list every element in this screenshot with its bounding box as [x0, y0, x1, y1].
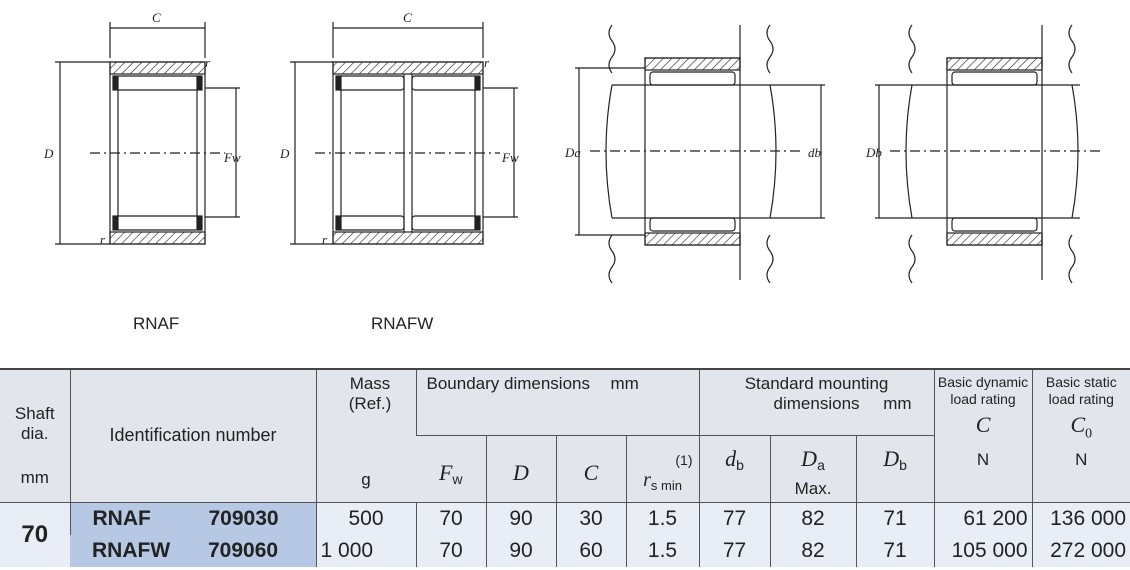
header-boundary: Boundary dimensions mm	[415, 368, 700, 435]
dim-c-2: C	[403, 10, 412, 25]
header-da-sym: D	[801, 445, 818, 471]
ident-series: RNAF	[92, 506, 151, 530]
dim-da: Da	[564, 145, 581, 160]
dim-r-1b: r	[100, 232, 106, 247]
header-shaft: Shaft dia. mm	[0, 368, 70, 502]
header-c: C	[555, 434, 626, 502]
header-fw: Fw	[416, 434, 486, 502]
header-dyn-label: Basic dynamic load rating	[937, 374, 1029, 407]
dim-d-2: D	[279, 146, 290, 161]
header-ident: Identification number	[69, 368, 316, 502]
dbb-cell: 71	[855, 534, 935, 567]
header-db: db	[698, 434, 771, 502]
header-mass: Mass (Ref.) g	[315, 368, 416, 502]
dim-fw-2: Fw	[501, 150, 519, 165]
header-db-sub: b	[736, 456, 744, 473]
header-shaft-unit: mm	[20, 468, 49, 487]
bearing-drawings: C D r r Fw C D r r Fw	[43, 10, 1100, 284]
header-rs-note: (1)	[675, 451, 693, 468]
header-fw-sub: w	[452, 470, 463, 487]
ident-number: 709060	[208, 538, 279, 562]
header-stat-sym: C0	[1033, 412, 1130, 442]
header-db-sym: d	[725, 445, 737, 471]
header-boundary-unit: mm	[610, 374, 639, 393]
header-mass-label: Mass (Ref.)	[348, 374, 392, 413]
spec-table: Shaft dia. mm Identification number Mass…	[0, 368, 1130, 567]
da-cell: 82	[769, 501, 857, 535]
rnaf-caption: RNAF	[133, 314, 180, 333]
fw-cell: 70	[415, 501, 486, 535]
dim-db-big: Db	[865, 145, 882, 160]
header-dyn: Basic dynamic load rating C N	[933, 368, 1033, 502]
header-mass-unit: g	[361, 470, 371, 489]
header-dbb-sym: D	[883, 445, 900, 471]
mass-cell: 1 000	[315, 534, 416, 567]
header-dbb: Db	[855, 434, 935, 502]
header-ident-label: Identification number	[109, 425, 277, 445]
db-cell: 77	[698, 534, 771, 567]
d-cell: 90	[485, 501, 556, 535]
header-dbb-sub: b	[899, 456, 907, 473]
ident-cell: RNAF 709030	[69, 501, 316, 535]
shaft-value: 70	[0, 501, 70, 567]
header-fw-sym: F	[438, 459, 453, 485]
mass-cell: 500	[315, 501, 416, 535]
rnaf-drawing	[55, 22, 240, 245]
dim-r-2b: r	[322, 232, 328, 247]
header-stat-sym-main: C	[1070, 412, 1086, 437]
header-da-note: Max.	[794, 478, 832, 498]
header-c-sym: C	[583, 459, 599, 485]
dyn-cell: 105 000	[933, 534, 1033, 567]
dim-db: db	[808, 145, 822, 160]
ident-cell: RNAFW 709060	[70, 534, 316, 567]
header-d: D	[485, 434, 556, 502]
rnafw-caption: RNAFW	[371, 314, 434, 333]
db-cell: 77	[698, 501, 771, 535]
dim-d-1: D	[43, 146, 54, 161]
rnafw-drawing	[290, 22, 518, 245]
dim-c-1: C	[152, 10, 161, 25]
dim-r-2a: r	[484, 55, 490, 70]
header-d-sym: D	[513, 459, 529, 485]
header-dyn-sym: C	[975, 412, 991, 437]
rs-cell: 1.5	[625, 501, 700, 535]
stat-cell: 272 000	[1031, 534, 1130, 567]
header-mounting-unit: mm	[883, 394, 912, 413]
mounting-drawing-da	[575, 24, 825, 284]
header-rs: (1) rs min	[625, 434, 700, 502]
da-cell: 82	[769, 534, 857, 567]
header-dyn-unit: N	[976, 450, 990, 469]
header-stat-unit: N	[1075, 450, 1088, 470]
dim-fw-1: Fw	[223, 150, 241, 165]
header-stat-label: Basic static load rating	[1045, 374, 1117, 407]
header-stat-sub: 0	[1085, 426, 1093, 442]
c-cell: 30	[555, 501, 626, 535]
dim-r-1a: r	[205, 55, 211, 70]
dyn-cell: 61 200	[933, 501, 1033, 535]
header-mounting-label: Standard mounting dimensions	[744, 374, 889, 413]
fw-cell: 70	[415, 534, 486, 567]
dbb-cell: 71	[855, 501, 935, 535]
stat-cell: 136 000	[1031, 501, 1130, 535]
d-cell: 90	[485, 534, 556, 567]
ident-number: 709030	[208, 506, 279, 530]
header-boundary-label: Boundary dimensions	[426, 374, 590, 393]
c-cell: 60	[555, 534, 626, 567]
header-da-sub: a	[817, 456, 825, 473]
header-shaft-label: Shaft dia.	[14, 404, 55, 443]
header-rs-sym: r	[643, 468, 651, 491]
header-da: Da Max.	[769, 434, 857, 502]
mounting-drawing-db	[875, 24, 1100, 284]
rs-cell: 1.5	[625, 534, 700, 567]
header-mounting: Standard mounting dimensions mm	[698, 368, 935, 435]
header-stat: Basic static load rating C0 N	[1031, 368, 1130, 502]
ident-series: RNAFW	[92, 538, 171, 562]
header-rs-sub: s min	[650, 477, 682, 493]
